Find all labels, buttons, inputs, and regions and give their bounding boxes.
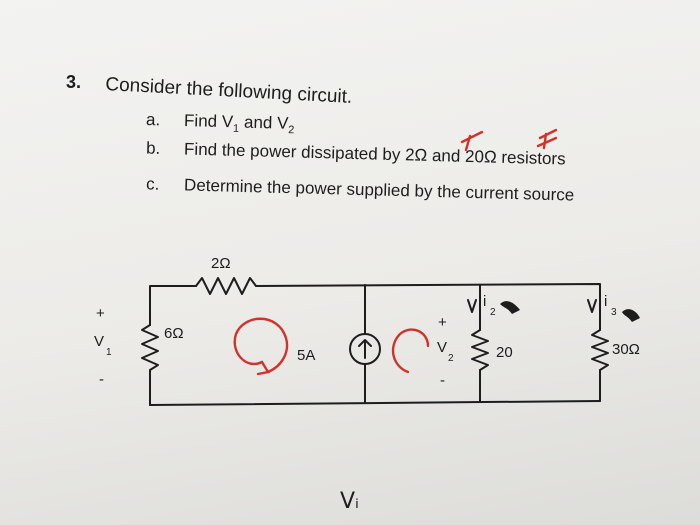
problem-number: 3. (66, 72, 82, 92)
red-mesh-loop-right-icon (391, 328, 430, 374)
v1-label: V (94, 333, 104, 350)
v2-plus: + (438, 314, 447, 331)
wire-bottom (149, 400, 601, 406)
v1-plus: + (96, 305, 105, 322)
ink-scribbles (500, 301, 640, 322)
scribble-i2-icon (500, 301, 520, 314)
handwritten-bottom-note: Vᵢ (340, 489, 359, 514)
red-mesh-loop-left-arrowhead-icon (256, 360, 270, 376)
v2-minus: - (440, 372, 445, 389)
v2-label: V (437, 339, 447, 356)
v2-sub: 2 (448, 353, 454, 364)
i2-arrow (467, 299, 477, 313)
red-check-2ohm-icon (460, 130, 484, 152)
v1-minus: - (99, 371, 104, 388)
red-mesh-loop-left-icon (233, 317, 289, 374)
wire-top-right (255, 283, 601, 331)
v1-sub: 1 (106, 347, 112, 358)
red-scribble-20ohm-icon (536, 128, 558, 150)
i3-label: i (604, 293, 607, 310)
label-2ohm: 2Ω (211, 255, 231, 272)
i2-sub: 2 (490, 307, 496, 318)
i3-arrow (587, 299, 597, 313)
resistor-20-symbol (471, 329, 489, 371)
i3-sub: 3 (611, 307, 617, 318)
wire-top-left (149, 285, 197, 326)
label-5a: 5A (297, 347, 315, 364)
current-source-symbol (349, 333, 381, 365)
label-6ohm: 6Ω (164, 325, 184, 342)
label-30ohm: 30Ω (612, 341, 640, 358)
resistor-6ohm-symbol (141, 324, 159, 371)
i2-label: i (483, 293, 486, 310)
current-source-arrow (358, 339, 372, 359)
resistor-2ohm-symbol (195, 277, 257, 295)
label-20: 20 (496, 344, 513, 361)
resistor-30ohm-symbol (591, 329, 609, 371)
scribble-i3-icon (622, 309, 640, 322)
